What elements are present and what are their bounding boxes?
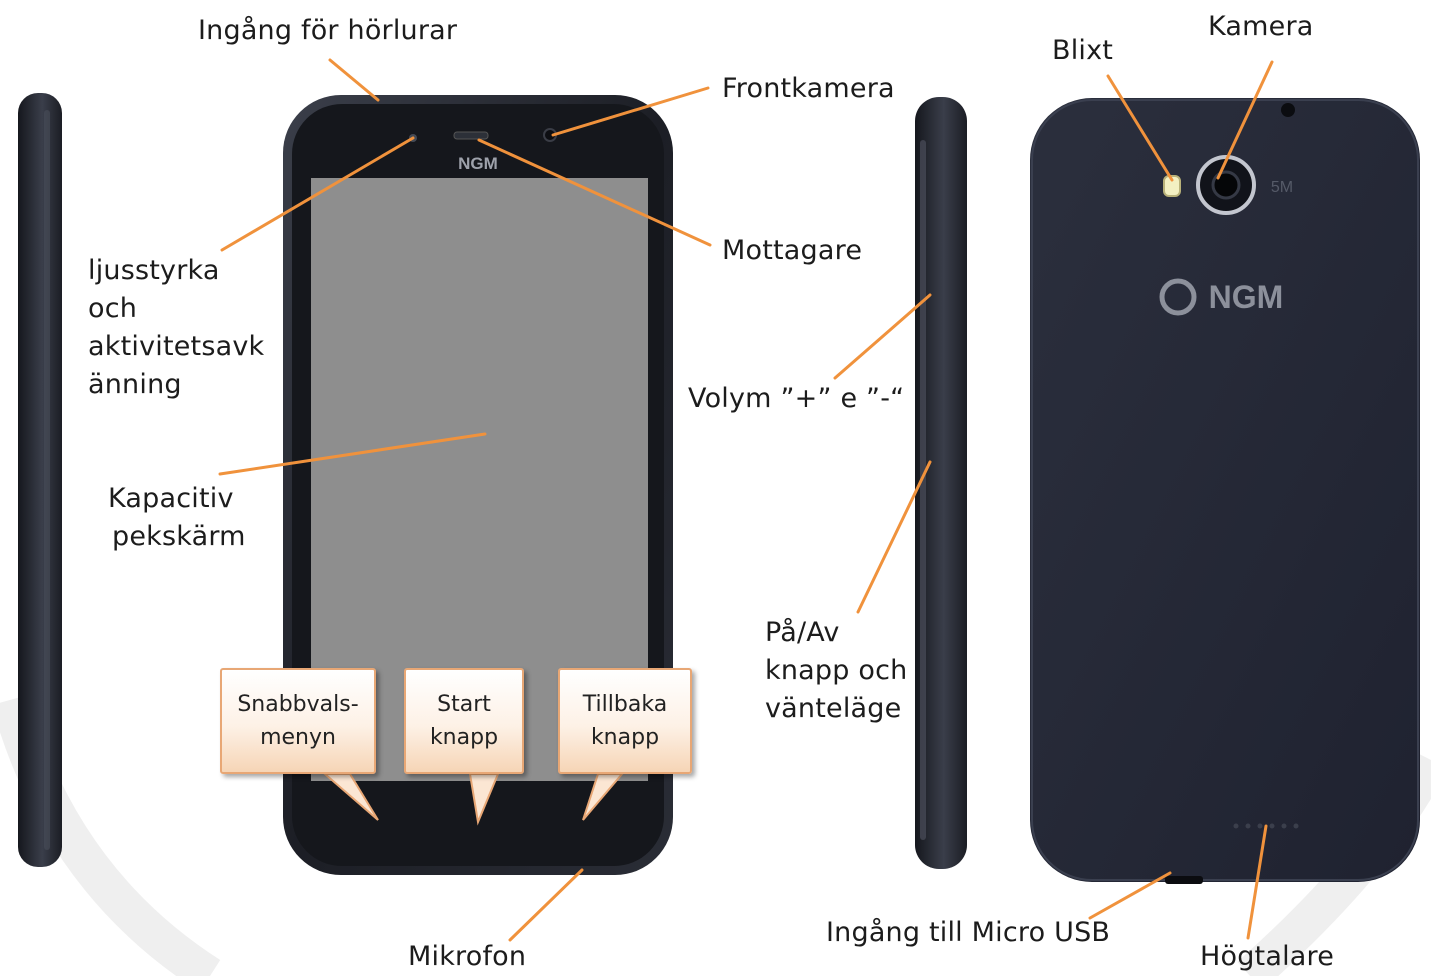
tail-back — [582, 773, 625, 821]
line-receiver — [477, 138, 712, 247]
line-light-sensor — [220, 136, 415, 252]
headphone-hole — [1281, 103, 1295, 117]
back-button-callout: Tillbaka knapp — [558, 668, 692, 774]
line-volume — [833, 293, 932, 380]
line-front-camera — [551, 86, 710, 137]
label-front-camera: Frontkamera — [722, 73, 895, 104]
label-flash: Blixt — [1052, 35, 1114, 66]
receiver-slot — [453, 131, 489, 140]
line-usb — [1088, 871, 1172, 920]
menu-callout-line-2: menyn — [260, 725, 336, 750]
speaker-grille — [1233, 823, 1299, 829]
touchscreen-line-2: pekskärm — [112, 521, 246, 552]
front-logo: NGM — [458, 154, 498, 173]
label-microphone: Mikrofon — [408, 941, 527, 972]
power-line-3: vänteläge — [765, 693, 902, 724]
label-receiver: Mottagare — [722, 235, 863, 266]
back-logo-mark — [1159, 278, 1197, 316]
line-touchscreen — [218, 432, 487, 476]
label-volume: Volym ”+” e ”-“ — [688, 383, 905, 414]
label-speaker: Högtalare — [1200, 941, 1335, 972]
line-microphone — [508, 868, 584, 942]
light-sensor-line-3: aktivitetsavk — [88, 331, 265, 362]
callout-tails — [322, 773, 625, 826]
line-headphone — [328, 58, 380, 102]
tail-menu — [322, 773, 379, 821]
light-sensor-line-2: och — [88, 293, 138, 324]
line-power — [856, 460, 932, 614]
back-callout-line-1: Tillbaka — [582, 692, 668, 717]
home-button-callout: Start knapp — [404, 668, 524, 774]
power-line-2: knapp och — [765, 655, 908, 686]
usb-port — [1165, 876, 1203, 884]
home-callout-line-1: Start — [437, 692, 491, 717]
flash-led — [1163, 175, 1181, 197]
tail-home — [468, 773, 500, 826]
home-callout-line-2: knapp — [429, 725, 499, 750]
menu-button-callout: Snabbvals- menyn — [220, 668, 376, 774]
light-sensor-line-1: ljusstyrka — [88, 255, 220, 286]
back-logo: NGM — [1209, 279, 1284, 315]
label-power: På/Av knapp och vänteläge — [765, 614, 907, 728]
svg-text:5M: 5M — [1271, 179, 1293, 196]
label-camera: Kamera — [1208, 11, 1314, 42]
label-light-sensor: ljusstyrka och aktivitetsavk änning — [88, 252, 264, 404]
phone-side-right — [915, 97, 967, 869]
touchscreen-line-1: Kapacitiv — [108, 483, 234, 514]
line-speaker — [1246, 824, 1268, 940]
menu-callout-line-1: Snabbvals- — [237, 692, 359, 717]
light-sensor-line-4: änning — [88, 369, 182, 400]
label-micro-usb: Ingång till Micro USB — [826, 917, 1111, 948]
power-line-1: På/Av — [765, 617, 840, 648]
line-camera — [1216, 60, 1274, 180]
label-headphone-jack: Ingång för hörlurar — [198, 15, 458, 46]
phone-back: 5M NGM — [1030, 98, 1420, 884]
label-touchscreen: Kapacitiv pekskärm — [108, 480, 246, 556]
phone-side-left — [18, 93, 62, 867]
line-flash — [1106, 74, 1174, 182]
leader-lines — [218, 58, 1274, 942]
back-callout-line-2: knapp — [590, 725, 660, 750]
